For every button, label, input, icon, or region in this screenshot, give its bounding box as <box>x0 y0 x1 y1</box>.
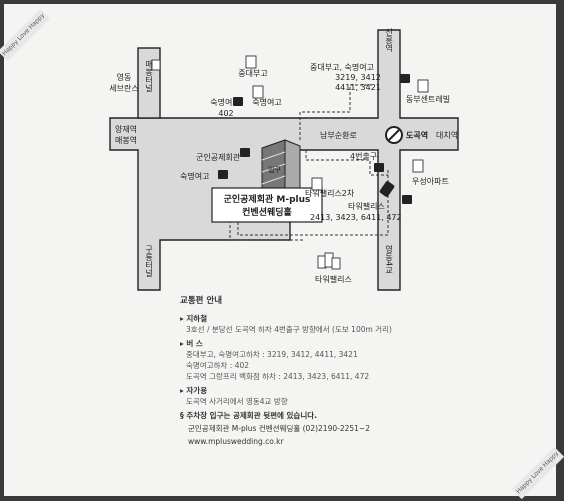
label-venue-2: 컨벤션웨딩홀 <box>242 206 292 218</box>
label-woosung: 우성아파트 <box>412 176 449 186</box>
label-venue-1: 군인공제회관 M-plus <box>224 193 311 205</box>
label-gubon-tunnel: 구룡터널 <box>145 245 154 277</box>
bus-line-3: 도곡역 그랑프리 백화점 하차 : 2413, 3423, 6411, 472 <box>186 372 370 381</box>
label-dongbu: 동부센트레빌 <box>406 94 450 104</box>
label-tp-bottom: 타워팰리스 <box>315 274 352 284</box>
bus-icon <box>402 195 412 204</box>
label-402: 402 <box>218 109 233 118</box>
directions-legend: 교통편 안내 ▸ 지하철 3호선 / 분당선 도곡역 하차 4번출구 방향에서 … <box>180 296 500 447</box>
label-exit4: 4번출구 <box>350 151 377 161</box>
bus-icon <box>240 148 250 157</box>
car-heading: ▸ 자가용 <box>180 386 208 395</box>
bus-heading: ▸ 버 스 <box>180 339 203 348</box>
label-sookmyung-bus: 숙명여고 <box>180 171 209 181</box>
label-seonreung: 선릉역 <box>385 28 394 53</box>
label-bus-numbers: 2413, 3423, 6411, 472 <box>310 213 402 222</box>
map-frame <box>4 4 556 496</box>
label-maebong-tunnel: 매봉터널 <box>145 60 154 92</box>
car-desc: 도곡역 사거리에서 영동4교 방향 <box>186 397 288 406</box>
bus-icon <box>218 170 228 179</box>
bus-line-1: 중대부고, 숙명여고하차 : 3219, 3412, 4411, 3421 <box>186 350 358 359</box>
label-top-bus-3: 4411, 3421 <box>335 83 381 92</box>
legend-title: 교통편 안내 <box>180 296 223 306</box>
parking-note: § 주차장 입구는 공제회관 뒷편에 있습니다. <box>180 411 317 420</box>
subway-heading: ▸ 지하철 <box>180 314 208 323</box>
label-sookmyung-2: 숙명여고 <box>252 97 281 107</box>
label-top-bus-2: 3219, 3412 <box>335 73 381 82</box>
label-severance: 세브란스 <box>109 83 138 93</box>
bus-line-2: 숙명여고하차 : 402 <box>186 361 250 370</box>
label-yeongdong-bridge: 영동4교 <box>385 244 394 274</box>
label-entrance: 입구 <box>268 166 281 174</box>
label-daehi: 중대부고 <box>238 69 267 78</box>
label-tp: 타워팰리스 <box>348 201 385 211</box>
label-youngdong: 영동 <box>117 72 132 82</box>
subway-icon <box>385 126 403 144</box>
venue-label-box <box>211 187 323 223</box>
label-gongje: 군인공제회관 <box>196 152 241 162</box>
label-tp2: 타워팰리스2차 <box>305 188 355 198</box>
label-dogok: 도곡역 <box>406 130 428 140</box>
subway-desc: 3호선 / 분당선 도곡역 하차 4번출구 방향에서 (도보 100m 거리) <box>186 325 392 334</box>
bus-icon <box>374 163 384 172</box>
label-top-bus-1: 중대부고, 숙명여고 <box>310 62 374 72</box>
label-maebong: 매봉역 <box>115 135 137 145</box>
label-daechi: 대치역 <box>436 130 458 140</box>
label-yangjae: 양재역 <box>115 124 137 134</box>
contact-line: 군인공제회관 M-plus 컨벤션웨딩홀 (02)2190-2251~2 <box>188 424 370 433</box>
car-icon <box>379 181 395 197</box>
bus-icon <box>400 74 410 83</box>
label-nambu: 남부순환로 <box>320 130 357 140</box>
website-link[interactable]: www.mpluswedding.co.kr <box>188 437 284 446</box>
label-sookmyung: 숙명여고 <box>210 97 239 107</box>
bus-icon <box>233 97 243 106</box>
